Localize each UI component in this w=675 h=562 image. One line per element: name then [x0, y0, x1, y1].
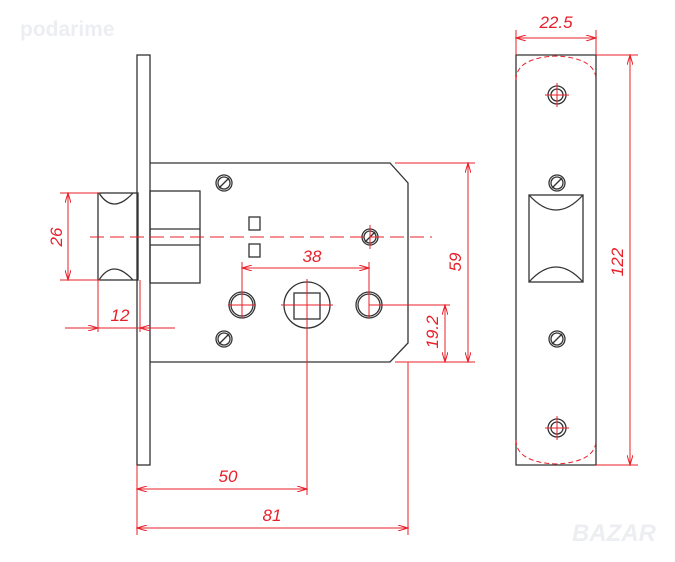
dim-81: 81 [263, 506, 282, 525]
screw-icon [545, 416, 569, 440]
mortise-lock [97, 54, 409, 466]
watermark-podarime: podarime [20, 18, 115, 41]
screw-icon [548, 330, 566, 348]
strike-plate [515, 54, 597, 466]
screw-icon [548, 174, 566, 192]
dim-38: 38 [303, 247, 322, 266]
screw-icon [215, 330, 233, 348]
dim-22-5: 22.5 [538, 13, 573, 32]
watermark-bazar: BAZAR [572, 520, 656, 547]
screw-icon [215, 174, 233, 192]
faceplate [136, 54, 151, 466]
indicator-square [248, 243, 261, 258]
dim-12: 12 [111, 306, 130, 325]
strike-opening [528, 194, 584, 283]
dim-19-2: 19.2 [423, 315, 442, 349]
indicator-square [248, 216, 261, 231]
dim-50: 50 [219, 467, 238, 486]
screw-icon [545, 83, 569, 107]
dim-26: 26 [47, 227, 66, 247]
dim-59: 59 [446, 252, 465, 271]
dim-122: 122 [608, 247, 627, 276]
lock-case [150, 162, 409, 363]
